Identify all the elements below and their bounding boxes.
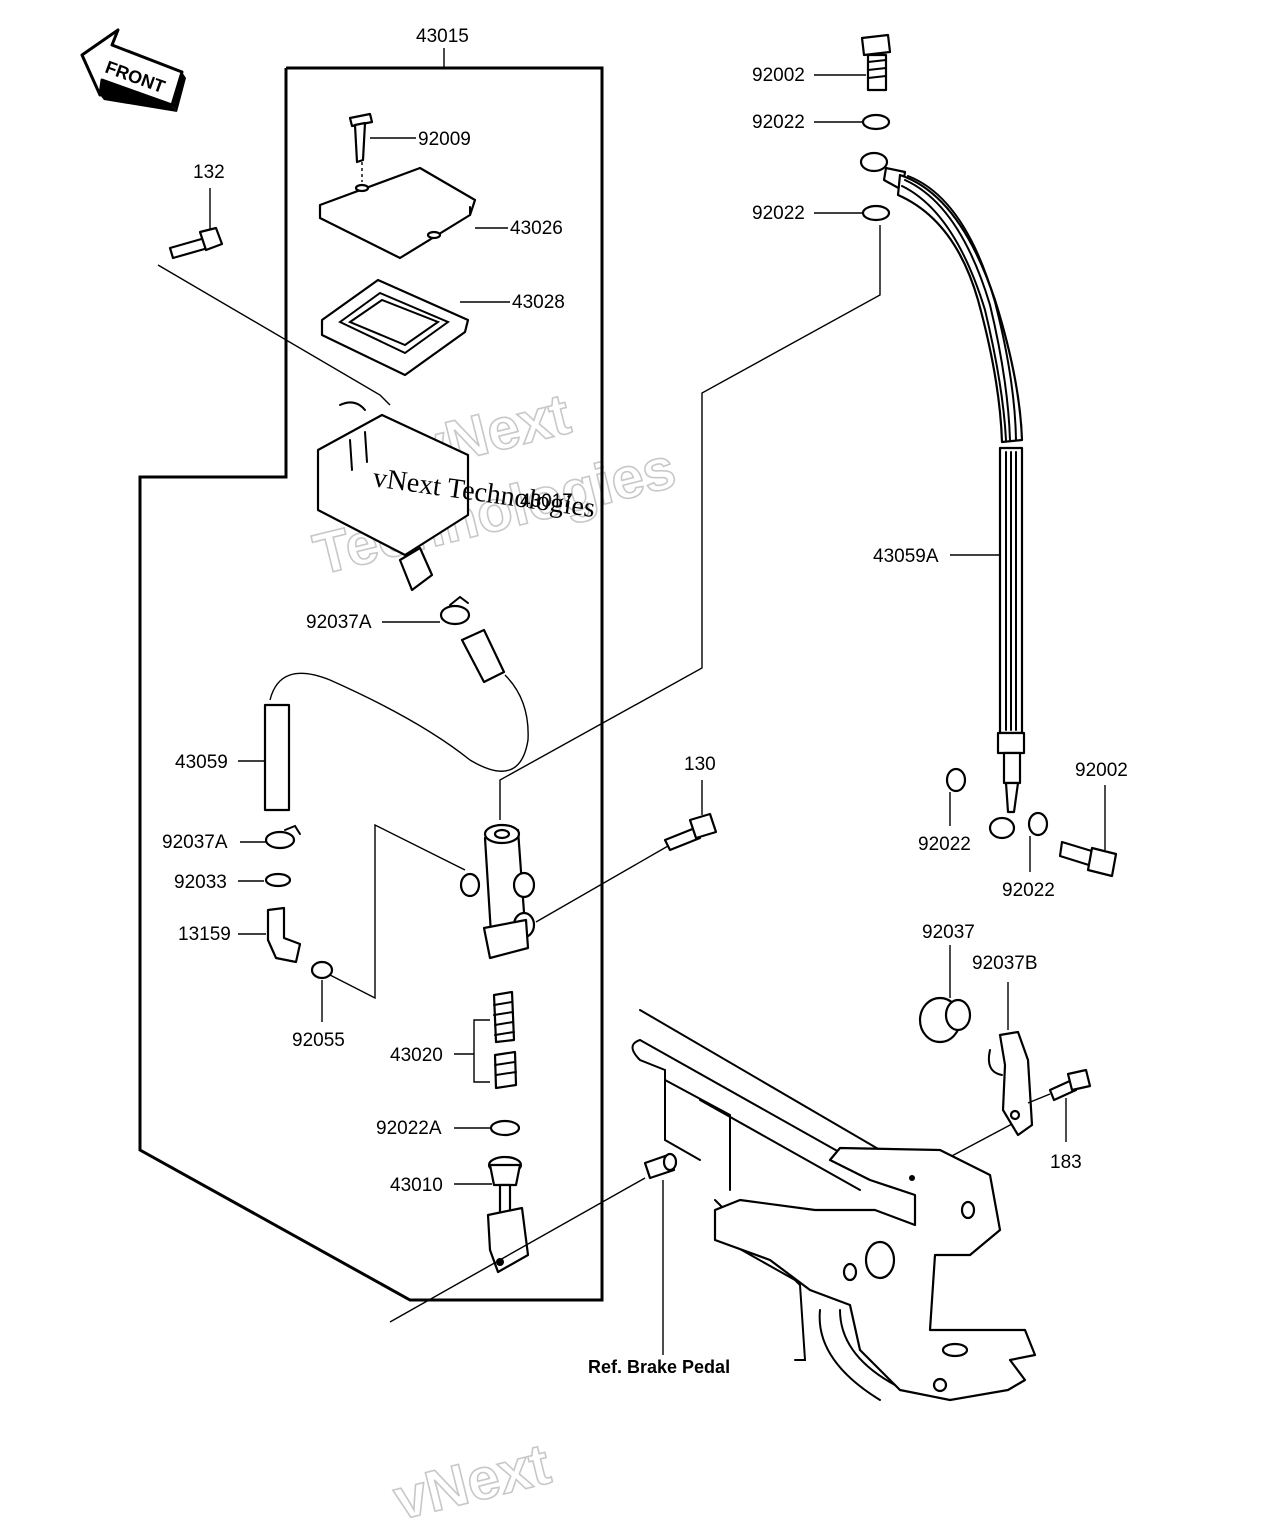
ref-brake-pedal: Ref. Brake Pedal [588, 1357, 730, 1377]
cap-screw-92009 [348, 112, 374, 182]
circlip-92055 [310, 960, 334, 980]
hose-stub [460, 628, 506, 684]
circlip-92022A [489, 1119, 521, 1137]
push-rod-43010 [486, 1155, 530, 1274]
bolt-183 [1048, 1068, 1092, 1102]
front-arrow-icon: FRONT [80, 28, 186, 112]
label-183: 183 [1050, 1152, 1082, 1173]
label-92055: 92055 [292, 1030, 345, 1051]
label-43059A: 43059A [873, 546, 939, 567]
reservoir-43017 [316, 401, 470, 592]
label-92033: 92033 [174, 872, 227, 893]
label-92037A-upper: 92037A [306, 612, 372, 633]
label-92022-bottom-1: 92022 [918, 834, 971, 855]
label-92022A: 92022A [376, 1118, 442, 1139]
label-92037A-lower: 92037A [162, 832, 228, 853]
frame-structure [631, 1009, 1037, 1402]
label-92037: 92037 [922, 922, 975, 943]
banjo-bolt-92002-bottom [1058, 840, 1118, 878]
oring-92033 [264, 872, 292, 888]
washer-92022-bottom-1 [945, 767, 967, 793]
label-13159: 13159 [178, 924, 231, 945]
label-43059: 43059 [175, 752, 228, 773]
label-43010: 43010 [390, 1175, 443, 1196]
diaphragm-43028 [320, 278, 470, 377]
bolt-132 [168, 226, 224, 260]
label-43017: 43017 [520, 491, 573, 512]
reservoir-cap-43026 [318, 166, 477, 260]
label-43020: 43020 [390, 1045, 443, 1066]
label-43026: 43026 [510, 218, 563, 239]
fitting-13159 [266, 906, 302, 964]
hose-43059 [263, 703, 291, 812]
piston-set-43020 [492, 990, 518, 1090]
label-92022-top-2: 92022 [752, 203, 805, 224]
washer-92022-top-2 [861, 204, 891, 222]
label-92022-top-1: 92022 [752, 112, 805, 133]
label-92022-bottom-2: 92022 [1002, 880, 1055, 901]
label-43015: 43015 [416, 26, 469, 47]
washer-92022-top-1 [861, 113, 891, 131]
banjo-bolt-92002-top [860, 33, 892, 92]
label-92002-bottom: 92002 [1075, 760, 1128, 781]
master-cylinder-body [459, 823, 536, 960]
bolt-130 [663, 812, 718, 852]
label-130: 130 [684, 754, 716, 775]
label-43028: 43028 [512, 292, 565, 313]
watermark-bottom: vNext [387, 1431, 556, 1532]
washer-92022-bottom-2 [1027, 811, 1049, 837]
brake-hose-43059A [859, 151, 1026, 840]
label-92002-top: 92002 [752, 65, 805, 86]
label-92037B: 92037B [972, 953, 1038, 974]
label-92009: 92009 [418, 129, 471, 150]
clamp-92037A-lower [264, 824, 301, 850]
clamp-92037B [987, 1030, 1034, 1137]
label-132: 132 [193, 162, 225, 183]
grommet-92037 [918, 996, 972, 1044]
clevis-pin [643, 1152, 678, 1180]
clamp-92037A-upper [439, 595, 471, 626]
assembly-outline [138, 66, 604, 1302]
